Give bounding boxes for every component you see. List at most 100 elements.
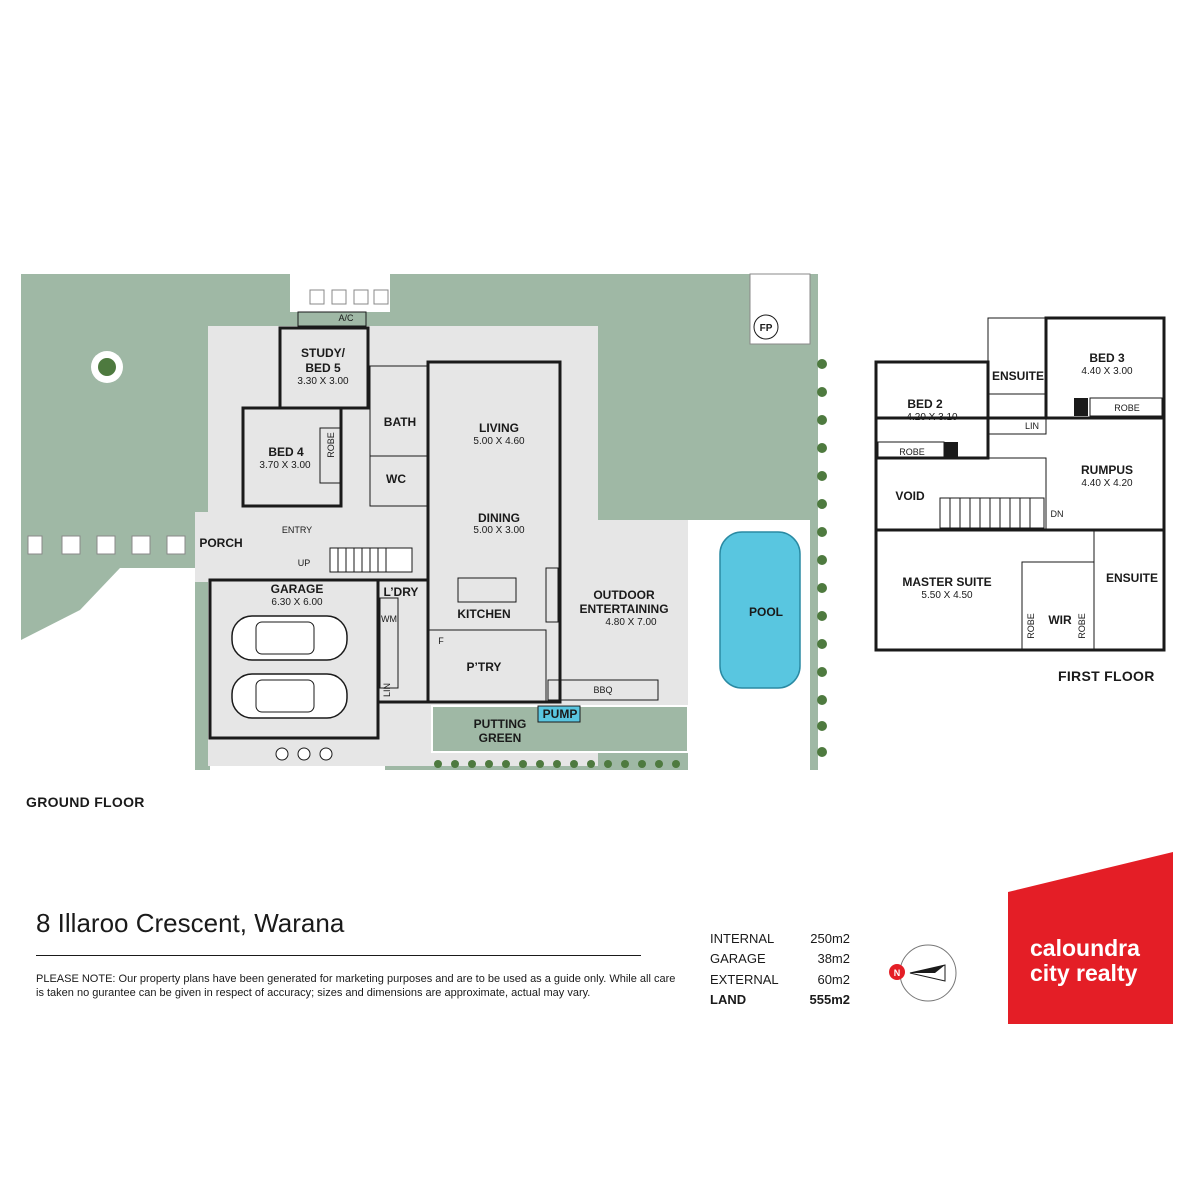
tree-icon: [91, 351, 123, 383]
rumpus-dims: 4.40 X 4.20: [1081, 478, 1133, 489]
hedge: [434, 359, 827, 768]
fp-label: FP: [760, 323, 773, 334]
area-value: 555m2: [809, 992, 850, 1008]
bbq-label: BBQ: [593, 685, 612, 695]
bed4-dims: 3.70 X 3.00: [259, 460, 311, 471]
void-label: VOID: [895, 489, 925, 503]
car-icon: [231, 615, 348, 661]
wir-robe-right: ROBE: [1077, 613, 1087, 639]
first-floor-title: FIRST FLOOR: [1058, 668, 1155, 684]
pump-box: [537, 705, 581, 723]
wir-label: WIR: [1048, 613, 1072, 627]
bed2-robe-label: ROBE: [899, 447, 925, 457]
stairs: [329, 547, 413, 573]
ensuite1-label: ENSUITE: [992, 369, 1044, 383]
dining-label: DINING: [478, 511, 520, 525]
ground-floor-title: GROUND FLOOR: [26, 794, 145, 810]
wm-label: WM: [381, 614, 397, 624]
porch-label: PORCH: [199, 536, 242, 550]
garage-label: GARAGE: [271, 582, 324, 596]
room-master: [874, 528, 1166, 652]
putting-green: [431, 705, 689, 753]
bed2-dims: 4.20 X 3.10: [906, 412, 958, 423]
bed3-dims: 4.40 X 3.00: [1081, 366, 1133, 377]
stairs: [939, 497, 1045, 529]
area-row-garage: GARAGE 38m2: [710, 949, 850, 970]
brand-name: caloundra city realty: [1030, 936, 1140, 986]
room-bed4: [241, 406, 343, 508]
lawn-wedge: [21, 568, 120, 640]
bed4-robe: [319, 427, 341, 484]
brand-logo: [1008, 852, 1173, 1024]
wir-robe-left: ROBE: [1026, 613, 1036, 639]
outdoor-dims: 4.80 X 7.00: [605, 617, 657, 628]
fp-icon: [753, 314, 779, 340]
putting-label-2: GREEN: [479, 731, 522, 745]
pump-label: PUMP: [543, 707, 578, 721]
living-label: LIVING: [479, 421, 519, 435]
study-label: STUDY/: [301, 346, 346, 360]
outdoor-label: OUTDOOR: [593, 588, 655, 602]
kitchen-island: [457, 577, 517, 603]
stepping-stones: [27, 289, 389, 555]
ldry-label: L’DRY: [384, 585, 419, 599]
bed4-robe-label: ROBE: [326, 432, 336, 458]
bins: [275, 747, 333, 761]
area-label: EXTERNAL: [710, 971, 779, 987]
address-street: 8 Illaroo Crescent,: [36, 908, 247, 938]
area-value: 60m2: [817, 971, 850, 987]
living-dims: 5.00 X 4.60: [473, 436, 525, 447]
brand-line-1: caloundra: [1030, 935, 1140, 961]
entry-label: ENTRY: [282, 525, 312, 535]
brand-line-2: city realty: [1030, 960, 1138, 986]
master-dims: 5.50 X 4.50: [921, 590, 973, 601]
master-label: MASTER SUITE: [902, 575, 991, 589]
putting-label: PUTTING: [474, 717, 527, 731]
area-row-external: EXTERNAL 60m2: [710, 969, 850, 990]
driveway-left: [21, 568, 195, 770]
area-value: 38m2: [817, 951, 850, 967]
area-label: LAND: [710, 992, 747, 1008]
room-ldry: [376, 578, 430, 704]
room-ensuite2: [1093, 529, 1165, 651]
property-address: 8 Illaroo Crescent, Warana: [36, 908, 344, 939]
ensuite2-label: ENSUITE: [1106, 571, 1158, 585]
fridge-label: F: [438, 636, 444, 646]
disclaimer: PLEASE NOTE: Our property plans have bee…: [36, 973, 676, 999]
bed3-robe: [1089, 397, 1163, 417]
dn-label: DN: [1051, 509, 1064, 519]
pool-label: POOL: [749, 605, 783, 619]
fridge-space: [545, 567, 559, 623]
ptry-label: P’TRY: [467, 660, 502, 674]
car-icon: [231, 673, 348, 719]
bbq-bench: [547, 679, 659, 701]
area-row-land: LAND 555m2: [710, 990, 850, 1011]
study-dims: 3.30 X 3.00: [297, 376, 349, 387]
kitchen-label: KITCHEN: [457, 607, 510, 621]
bed3-robe-label: ROBE: [1114, 403, 1140, 413]
rumpus-label: RUMPUS: [1081, 463, 1133, 477]
wc-label: WC: [386, 472, 406, 486]
pool-water: [719, 531, 801, 689]
area-label: GARAGE: [710, 951, 766, 967]
lin-label: LIN: [1025, 421, 1039, 431]
ensuite1-wc: [987, 393, 1047, 435]
area-row-internal: INTERNAL 250m2: [710, 928, 850, 949]
area-table: INTERNAL 250m2 GARAGE 38m2 EXTERNAL 60m2…: [710, 928, 850, 1010]
lin-label: LIN: [382, 683, 392, 697]
ac-unit: [297, 311, 367, 327]
ldry-bench: [379, 597, 399, 689]
garage-dims: 6.30 X 6.00: [271, 597, 323, 608]
ac-label: A/C: [338, 313, 354, 323]
area-value: 250m2: [810, 930, 850, 946]
address-suburb: Warana: [254, 908, 345, 938]
study-label-2: BED 5: [305, 361, 341, 375]
bed4-label: BED 4: [268, 445, 304, 459]
bed3-label: BED 3: [1089, 351, 1125, 365]
outdoor-label-2: ENTERTAINING: [579, 602, 668, 616]
bath-label: BATH: [384, 415, 416, 429]
bed2-label: BED 2: [907, 397, 943, 411]
